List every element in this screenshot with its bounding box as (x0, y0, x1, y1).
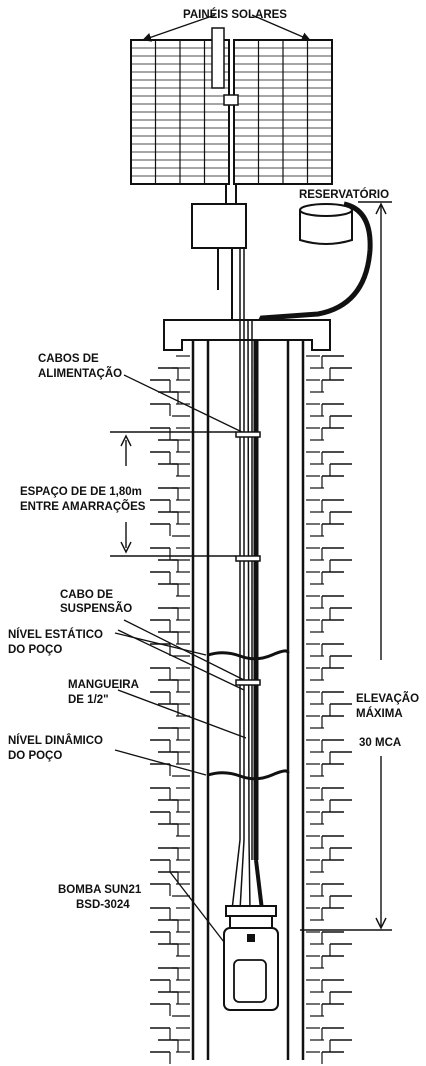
label-hose-line1: MANGUEIRA (68, 679, 139, 691)
well-wall-bricks (150, 355, 352, 1064)
label-static-level-line1: NÍVEL ESTÁTICO (8, 628, 103, 641)
label-reservoir: RESERVATÓRIO (299, 188, 389, 201)
label-elevation-line2: MÁXIMA (356, 707, 403, 720)
static-water-level (207, 649, 290, 661)
solar-panel-array (130, 27, 333, 185)
label-suspension-line2: SUSPENSÃO (60, 602, 132, 615)
label-elevation-value: 30 MCA (359, 737, 401, 749)
panel-mast (217, 184, 237, 320)
solar-panel-right (233, 39, 333, 185)
label-pump-line1: BOMBA SUN21 (58, 884, 142, 896)
label-static-level-line2: DO POÇO (8, 644, 62, 656)
label-solar-panels: PAINÉIS SOLARES (183, 8, 287, 21)
panel-frame-mid-bar (223, 94, 239, 106)
label-dynamic-level-line1: NÍVEL DINÂMICO (8, 734, 103, 747)
label-dynamic-level-line2: DO POÇO (8, 750, 62, 762)
dynamic-water-level (207, 769, 290, 781)
pump (223, 905, 279, 1011)
spacing-dimension (110, 431, 236, 557)
elevation-dimension (300, 201, 392, 931)
label-spacing-line1: ESPAÇO DE DE 1,80m (20, 486, 142, 498)
label-pump-line2: BSD-3024 (76, 899, 130, 911)
panel-frame-top-bar (211, 27, 225, 89)
label-elevation-line1: ELEVAÇÃO (356, 692, 419, 705)
label-hose-line2: DE 1/2" (68, 694, 109, 706)
controller-box (191, 203, 247, 249)
label-suspension-line1: CABO DE (60, 589, 113, 601)
leader-lines (114, 14, 311, 943)
cable-ties (235, 431, 261, 686)
label-spacing-line2: ENTRE AMARRAÇÕES (20, 500, 146, 513)
reservoir-tank (299, 203, 353, 245)
well-casing (191, 340, 305, 1060)
label-power-cables-line2: ALIMENTAÇÃO (38, 367, 122, 380)
drop-cable-bundle (231, 319, 264, 911)
well-cap (163, 319, 331, 351)
label-power-cables-line1: CABOS DE (38, 353, 99, 365)
power-cable-top (239, 248, 245, 320)
discharge-hose (253, 201, 373, 860)
